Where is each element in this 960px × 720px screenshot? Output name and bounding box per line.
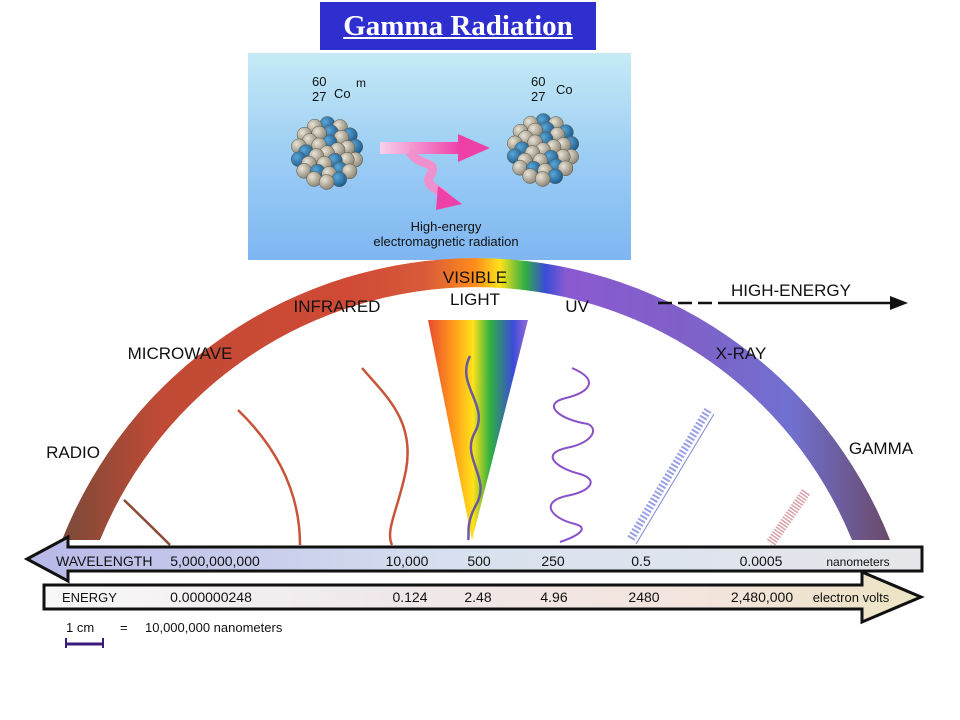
energy-value: 2.48 (464, 589, 491, 605)
wavelength-axis-arrow (23, 534, 924, 584)
decay-arrow-icon (380, 134, 490, 162)
band-label-uv: UV (565, 297, 589, 316)
wavelength-value: 5,000,000,000 (170, 553, 260, 569)
svg-text:Co: Co (556, 82, 573, 97)
svg-text:27: 27 (312, 89, 326, 104)
xray-wave-icon (626, 407, 715, 545)
wavelength-value: 0.0005 (740, 553, 783, 569)
spectrum-arc (62, 258, 890, 540)
radiation-caption-line1: High-energy (411, 219, 482, 234)
high-energy-label: HIGH-ENERGY (731, 281, 851, 300)
uv-wave-icon (549, 367, 594, 543)
band-label-infrared: INFRARED (294, 297, 381, 316)
svg-text:Co: Co (334, 86, 351, 101)
energy-value: 0.000000248 (170, 589, 252, 605)
band-label-radio: RADIO (46, 443, 100, 462)
wavelength-value: 500 (467, 553, 491, 569)
visible-wave-icon (464, 355, 482, 541)
energy-axis-label: ENERGY (62, 590, 117, 605)
wavelength-unit: nanometers (826, 555, 889, 569)
svg-text:27: 27 (531, 89, 545, 104)
energy-axis-arrow (42, 569, 925, 625)
scale-bar-label: 1 cm (66, 620, 94, 635)
energy-value: 2480 (628, 589, 659, 605)
band-label-light: LIGHT (450, 290, 500, 309)
scale-equals: = (120, 620, 128, 635)
wavelength-value: 0.5 (631, 553, 651, 569)
energy-value: 4.96 (540, 589, 567, 605)
parent-nucleus-icon (290, 116, 364, 190)
page-title: Gamma Radiation (320, 2, 596, 50)
daughter-isotope-label: 60 27 Co (531, 74, 573, 104)
band-label-visible: VISIBLE (443, 268, 507, 287)
wavelength-value: 250 (541, 553, 565, 569)
microwave-wave-icon (237, 409, 302, 546)
visible-light-wedge (428, 320, 528, 540)
radio-wave-icon (123, 499, 171, 546)
energy-unit: electron volts (813, 590, 890, 605)
daughter-nucleus-icon (506, 113, 580, 187)
band-label-gamma: GAMMA (849, 439, 914, 458)
gamma-wave-icon (765, 489, 811, 547)
svg-text:60: 60 (531, 74, 545, 89)
nucleon (318, 174, 335, 190)
nucleon (547, 168, 564, 185)
infrared-wave-icon (361, 367, 409, 546)
wavelength-axis-label: WAVELENGTH (56, 553, 152, 569)
scale-value: 10,000,000 nanometers (145, 620, 283, 635)
parent-isotope-label: 60 27 Co m (312, 74, 366, 104)
svg-text:60: 60 (312, 74, 326, 89)
energy-value: 2,480,000 (731, 589, 793, 605)
high-energy-arrow-icon (658, 296, 908, 310)
svg-text:m: m (356, 76, 366, 90)
nucleon (331, 171, 348, 188)
radiation-caption-line2: electromagnetic radiation (373, 234, 518, 249)
band-label-xray: X-RAY (716, 344, 767, 363)
nucleon (534, 171, 551, 187)
energy-value: 0.124 (392, 589, 427, 605)
wavelength-value: 10,000 (386, 553, 429, 569)
gamma-emission-arrow-icon (406, 149, 462, 210)
band-label-microwave: MICROWAVE (128, 344, 233, 363)
scale-bar-icon (65, 638, 104, 648)
